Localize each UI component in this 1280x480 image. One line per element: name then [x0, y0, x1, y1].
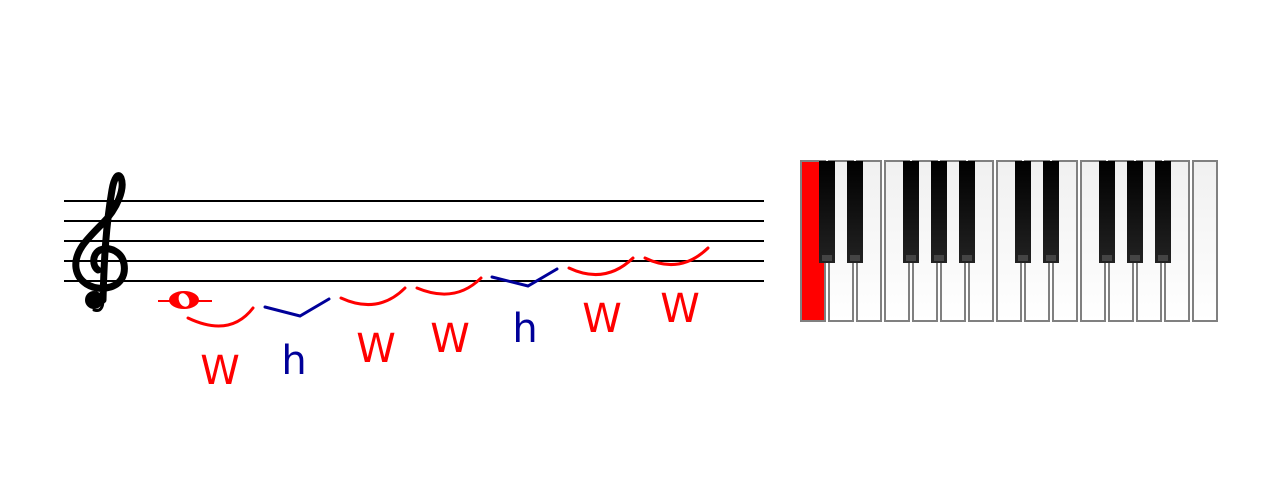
piano-white-key [1192, 160, 1218, 322]
piano-black-key [847, 161, 863, 263]
whole-note [158, 291, 212, 309]
piano-black-key [931, 161, 947, 263]
step-arc-3 [339, 286, 407, 306]
step-arc-2 [263, 297, 331, 318]
step-label-2: h [281, 338, 306, 384]
step-label-3: W [356, 326, 396, 372]
step-arc-7 [643, 246, 710, 266]
staff [64, 200, 764, 282]
step-arc-5 [490, 267, 559, 288]
piano-keyboard [800, 160, 1218, 322]
piano-black-key [1043, 161, 1059, 263]
piano-black-key [819, 161, 835, 263]
step-label-6: W [582, 296, 622, 342]
piano-black-key [1127, 161, 1143, 263]
treble-clef-icon [72, 172, 128, 312]
step-label-7: W [660, 286, 700, 332]
step-arc-6 [567, 256, 635, 276]
step-label-5: h [512, 306, 537, 352]
step-labels: W h W W h W W [200, 286, 700, 394]
step-label-4: W [430, 316, 470, 362]
piano-black-key [1155, 161, 1171, 263]
step-arc-1 [186, 306, 255, 328]
piano-black-key [1099, 161, 1115, 263]
step-arc-4 [415, 276, 483, 296]
step-arcs [186, 246, 710, 328]
piano-black-key [903, 161, 919, 263]
piano-black-key [959, 161, 975, 263]
step-label-1: W [200, 348, 240, 394]
piano-black-key [1015, 161, 1031, 263]
